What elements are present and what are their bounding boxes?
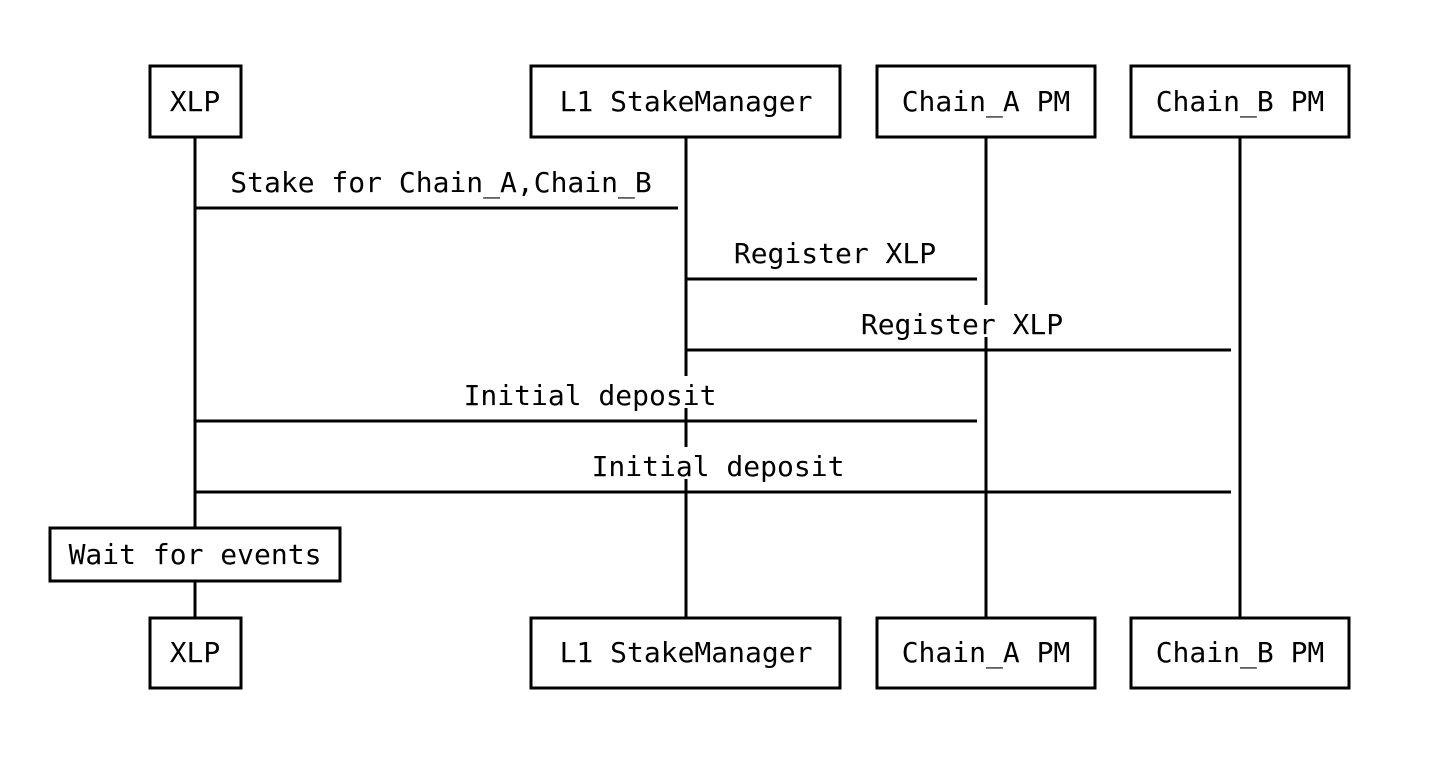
participant-l1-stakemanager-top: L1 StakeManager <box>529 64 842 139</box>
participant-chain-b-pm-top: Chain_B PM <box>1129 64 1351 139</box>
participant-label: Chain_A PM <box>902 636 1071 670</box>
participant-label: XLP <box>170 636 221 669</box>
message-register-xlp-b: Register XLP <box>686 305 1231 352</box>
participant-chain-a-pm-bottom: Chain_A PM <box>875 616 1097 690</box>
message-stake: Stake for Chain_A,Chain_B <box>195 163 678 210</box>
message-label: Register XLP <box>861 308 1063 341</box>
participant-label: XLP <box>170 85 221 118</box>
message-label: Register XLP <box>734 237 936 270</box>
participant-label: Chain_A PM <box>902 85 1071 119</box>
note-label: Wait for events <box>69 538 322 571</box>
message-initial-deposit-a: Initial deposit <box>195 376 977 423</box>
participant-chain-b-pm-bottom: Chain_B PM <box>1129 616 1351 690</box>
participant-xlp-bottom: XLP <box>148 616 243 690</box>
message-label: Stake for Chain_A,Chain_B <box>230 166 651 200</box>
participant-chain-a-pm-top: Chain_A PM <box>875 64 1097 139</box>
note-wait-for-events: Wait for events <box>48 526 342 583</box>
message-label: Initial deposit <box>464 379 717 412</box>
message-initial-deposit-b: Initial deposit <box>195 447 1231 494</box>
participant-xlp-top: XLP <box>148 64 243 139</box>
participant-l1-stakemanager-bottom: L1 StakeManager <box>529 616 842 690</box>
message-label: Initial deposit <box>592 450 845 483</box>
participant-label: Chain_B PM <box>1156 636 1325 670</box>
participant-label: Chain_B PM <box>1156 85 1325 119</box>
participant-label: L1 StakeManager <box>560 85 813 118</box>
participant-label: L1 StakeManager <box>560 636 813 669</box>
message-register-xlp-a: Register XLP <box>686 234 977 281</box>
